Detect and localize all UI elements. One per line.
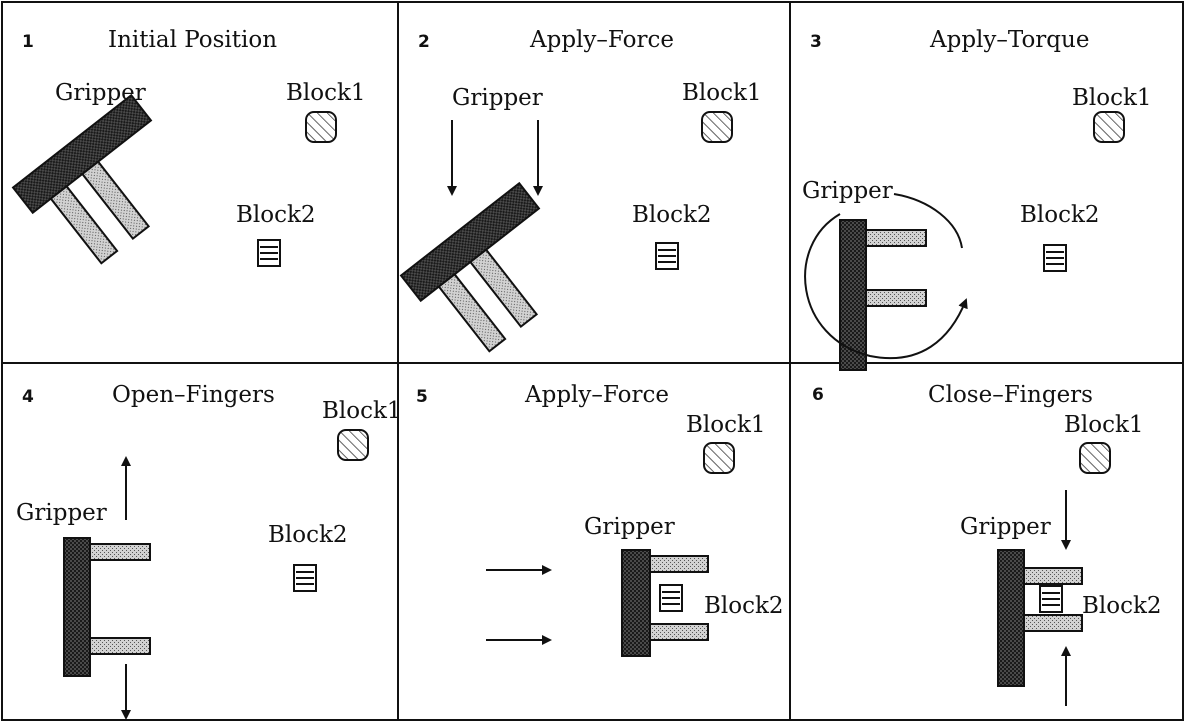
panel-4-gripper-label: Gripper xyxy=(16,500,107,526)
panel-1-block2 xyxy=(257,239,281,267)
panel-2-number: 2 xyxy=(418,32,430,52)
panel-4-gripper xyxy=(63,537,151,677)
panel-1-number: 1 xyxy=(22,32,34,52)
panel-1-block2-label: Block2 xyxy=(236,202,316,228)
panel-4: 4 Open–Fingers Block1 Block2 Gripper xyxy=(16,382,402,720)
panel-3-torque-arrow xyxy=(804,213,968,360)
panel-6-gripper-label: Gripper xyxy=(960,514,1051,540)
panel-4-title: Open–Fingers xyxy=(112,382,275,408)
panel-4-number: 4 xyxy=(22,387,34,407)
panel-3-gripper xyxy=(839,219,927,371)
panel-5-number: 5 xyxy=(416,387,428,407)
panel-1-gripper xyxy=(12,94,203,279)
panel-2-block2 xyxy=(655,242,679,270)
panel-2-block1-label: Block1 xyxy=(682,80,762,106)
panel-3-title: Apply–Torque xyxy=(929,27,1089,53)
panel-4-block1 xyxy=(337,429,369,461)
panel-5-block2-label: Block2 xyxy=(704,593,784,619)
panel-5-block2 xyxy=(659,584,683,612)
panel-1-block1-label: Block1 xyxy=(286,80,366,106)
panel-2: 2 Apply–Force Gripper Block1 Block2 xyxy=(400,27,762,367)
panel-2-block2-label: Block2 xyxy=(632,202,712,228)
panel-2-block1 xyxy=(701,111,733,143)
panel-5-block1-label: Block1 xyxy=(686,412,766,438)
panel-4-block1-label: Block1 xyxy=(322,398,402,424)
panel-6-title: Close–Fingers xyxy=(928,382,1093,408)
panel-6-block1-label: Block1 xyxy=(1064,412,1144,438)
panel-3-block1 xyxy=(1093,111,1125,143)
panel-3-block2-label: Block2 xyxy=(1020,202,1100,228)
panel-3-block2 xyxy=(1043,244,1067,272)
panel-4-block2 xyxy=(293,564,317,592)
panel-2-gripper-label: Gripper xyxy=(452,85,543,111)
panel-2-title: Apply–Force xyxy=(529,27,674,53)
panel-6-block2 xyxy=(1039,585,1063,613)
panel-3-block1-label: Block1 xyxy=(1072,85,1152,111)
panel-6-block2-label: Block2 xyxy=(1082,593,1162,619)
panel-6-block1 xyxy=(1079,442,1111,474)
panel-1-block1 xyxy=(305,111,337,143)
panel-3-gripper-label: Gripper xyxy=(802,178,893,204)
panel-5: 5 Apply–Force Block1 Gripper Block2 xyxy=(416,382,784,657)
panel-5-gripper xyxy=(621,549,709,657)
panel-5-gripper-label: Gripper xyxy=(584,514,675,540)
panel-3-torque-arc-top xyxy=(893,193,963,249)
panel-1-title: Initial Position xyxy=(108,27,277,53)
panel-5-title: Apply–Force xyxy=(524,382,669,408)
panel-5-block1 xyxy=(703,442,735,474)
panel-2-gripper xyxy=(400,182,591,367)
panel-3-number: 3 xyxy=(810,32,822,52)
panel-1: 1 Initial Position Gripper Block1 Block2 xyxy=(12,27,366,279)
panel-6-gripper xyxy=(997,549,1083,687)
panel-6-number: 6 xyxy=(812,385,824,405)
panel-3: 3 Apply–Torque Block1 Block2 Gripper xyxy=(802,27,1152,371)
panel-6: 6 Close–Fingers Block1 Gripper Block2 xyxy=(812,382,1162,706)
panel-4-block2-label: Block2 xyxy=(268,522,348,548)
